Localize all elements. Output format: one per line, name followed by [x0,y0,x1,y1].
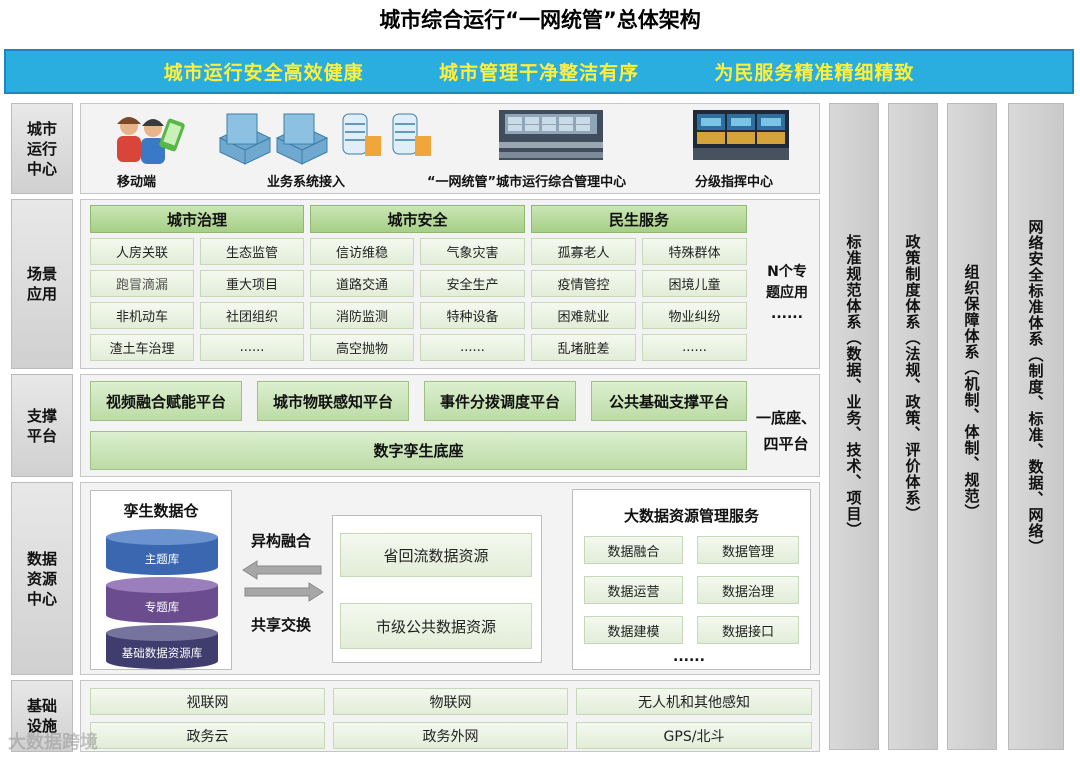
layer-label-data: 数据资源中心 [11,482,73,675]
center-item-command-center: 分级指挥中心 [695,175,774,190]
platform-infrastructure: 公共基础支撑平台 [591,381,747,421]
support-side-note: 一底座、四平台 [755,409,816,453]
system-network-security: 网络安全标准体系（制度、标准、数据、网络） [1008,103,1064,750]
infra-item: GPS/北斗 [576,722,812,749]
resource-box: 省回流数据资源 市级公共数据资源 [332,515,542,663]
scene-cell: 疫情管控 [531,270,636,297]
exchange-arrows-icon [242,560,324,602]
system-standards: 标准规范体系（数据、业务、技术、项目） [829,103,879,750]
scene-cell: 乱堵脏差 [531,334,636,361]
system-organization: 组织保障体系（机制、体制、规范） [947,103,997,750]
center-item-ops-center: “一网统管”城市运行综合管理中心 [427,175,627,190]
layer-label-center: 城市运行中心 [11,103,73,194]
platform-video: 视频融合赋能平台 [90,381,242,421]
infra-item: 政务外网 [333,722,568,749]
scene-cell: 困难就业 [531,302,636,329]
platform-iot: 城市物联感知平台 [257,381,409,421]
infra-panel: 视联网 物联网 无人机和其他感知 政务云 政务外网 GPS/北斗 [80,680,820,752]
group-header-safety: 城市安全 [310,205,525,233]
mgmt-item: 数据运营 [584,576,683,604]
goal-management: 城市管理干净整洁有序 [438,62,639,84]
exchange-label: 共享交换 [251,616,312,634]
page-title: 城市综合运行“一网统管”总体架构 [379,8,701,32]
db-topic: 专题库 [144,600,180,614]
digital-twin-base: 数字孪生底座 [90,431,747,470]
mobile-users-icon [117,117,185,164]
support-panel: 视频融合赋能平台 城市物联感知平台 事件分拨调度平台 公共基础支撑平台 数字孪生… [80,374,820,477]
scene-cell: ...... [200,334,304,361]
control-center-photo [499,110,603,160]
scene-cell: 高空抛物 [310,334,414,361]
goal-service: 为民服务精准精细精致 [714,62,915,84]
resource-city: 市级公共数据资源 [340,603,532,649]
layer-label-scene: 场景应用 [11,199,73,369]
infra-item: 物联网 [333,688,568,715]
mgmt-item: 数据接口 [697,616,799,644]
mgmt-more: ...... [673,649,705,665]
buildings-icon [218,113,431,165]
infra-item: 视联网 [90,688,325,715]
scene-cell: 社团组织 [200,302,304,329]
fusion-label: 异构融合 [251,532,312,550]
scene-cell: 信访维稳 [310,238,414,265]
scene-panel: 城市治理 城市安全 民生服务 人房关联 生态监管 信访维稳 气象灾害 孤寡老人 … [80,199,820,369]
layer-label-support: 支撑平台 [11,374,73,477]
scene-cell: 重大项目 [200,270,304,297]
db-theme: 主题库 [144,552,180,566]
watermark: 大数据跨境 [8,732,98,753]
scene-cell: ...... [420,334,525,361]
scene-cell: 孤寡老人 [531,238,636,265]
mgmt-item: 数据治理 [697,576,799,604]
scene-cell: 人房关联 [90,238,194,265]
goal-safety: 城市运行安全高效健康 [163,62,364,84]
resource-province: 省回流数据资源 [340,533,532,577]
scene-side-note: N个专题应用...... [766,264,808,322]
scene-cell: 困境儿童 [642,270,747,297]
infra-item: 政务云 [90,722,325,749]
center-item-system-access: 业务系统接入 [267,175,346,190]
twin-data-warehouse: 孪生数据仓 主题库 专题库 基础数据资源库 [90,490,232,670]
database-cylinders [106,529,218,669]
platform-dispatch: 事件分拨调度平台 [424,381,576,421]
scene-cell: ...... [642,334,747,361]
scene-cell: 非机动车 [90,302,194,329]
goals-banner: 城市运行安全高效健康 城市管理干净整洁有序 为民服务精准精细精致 [4,49,1074,94]
data-panel: 孪生数据仓 主题库 专题库 基础数据资源库 异构融合 共享交换 省回流数据资源 … [80,482,820,675]
center-item-mobile: 移动端 [117,175,157,190]
system-policy: 政策制度体系（法规、政策、评价体系） [888,103,938,750]
scene-cell: 特种设备 [420,302,525,329]
infra-item: 无人机和其他感知 [576,688,812,715]
group-header-governance: 城市治理 [90,205,304,233]
scene-cell: 特殊群体 [642,238,747,265]
scene-cell: 渣土车治理 [90,334,194,361]
center-panel: 移动端 业务系统接入 “一网统管”城市运行综合管理中心 分级指挥中心 [80,103,820,194]
command-center-photo [693,110,789,160]
warehouse-title: 孪生数据仓 [123,502,199,520]
scene-cell: 跑冒滴漏 [90,270,194,297]
mgmt-item: 数据融合 [584,536,683,564]
db-basic: 基础数据资源库 [121,646,203,660]
scene-cell: 安全生产 [420,270,525,297]
mgmt-item: 数据建模 [584,616,683,644]
bigdata-mgmt-box: 大数据资源管理服务 数据融合 数据管理 数据运营 数据治理 数据建模 数据接口 … [572,489,811,670]
mgmt-item: 数据管理 [697,536,799,564]
scene-cell: 生态监管 [200,238,304,265]
group-header-livelihood: 民生服务 [531,205,747,233]
scene-cell: 道路交通 [310,270,414,297]
scene-cell: 物业纠纷 [642,302,747,329]
scene-cell: 消防监测 [310,302,414,329]
scene-cell: 气象灾害 [420,238,525,265]
layer-label-infra: 基础设施 [11,680,73,752]
mgmt-title: 大数据资源管理服务 [623,507,759,525]
